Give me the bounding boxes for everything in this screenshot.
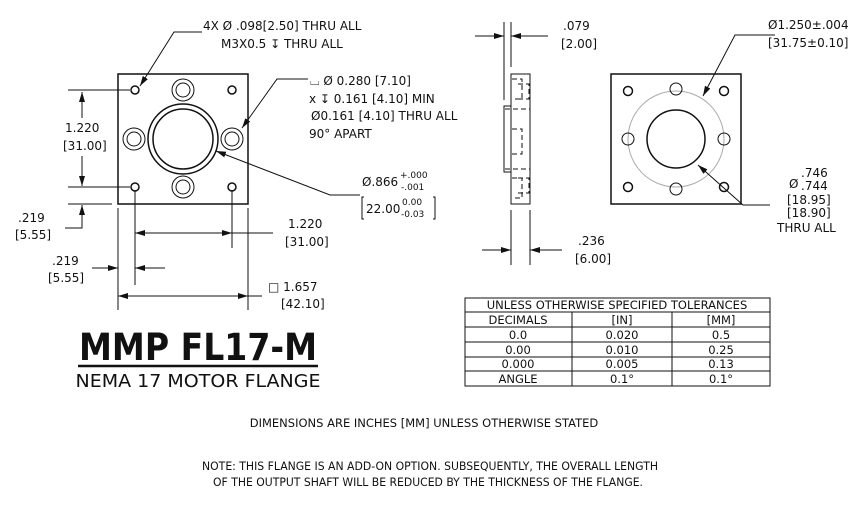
- dim-offset-h-mm: [5.55]: [48, 271, 84, 285]
- back-bore: [646, 109, 706, 169]
- cell: 0.13: [708, 357, 734, 371]
- dim-thickness-mm: [6.00]: [575, 252, 611, 266]
- dim-horizontal-in: 1.220: [288, 217, 322, 231]
- counterbore-holes: [122, 78, 244, 199]
- part-description: NEMA 17 MOTOR FLANGE: [76, 371, 321, 392]
- mount-hole: [130, 85, 140, 95]
- mount-hole: [227, 85, 237, 95]
- pilot-tol-upper: +.000: [400, 171, 428, 181]
- table-header: [IN]: [612, 313, 633, 327]
- units-note: DIMENSIONS ARE INCHES [MM] UNLESS OTHERW…: [250, 416, 599, 430]
- pilot-mm-tol-upper: 0.00: [402, 198, 422, 208]
- table-row: ANGLE 0.1° 0.1°: [498, 372, 733, 386]
- dim-boss-mm: [2.00]: [561, 37, 597, 51]
- cell: 0.000: [502, 357, 535, 371]
- pilot-recess: [147, 103, 219, 175]
- table-row: 0.0 0.020 0.5: [509, 328, 730, 342]
- bore-upper: .746: [801, 166, 828, 180]
- dim-square-mm: [42.10]: [281, 297, 325, 311]
- dim-square-in: □ 1.657: [268, 280, 318, 294]
- cell: 0.00: [505, 343, 531, 357]
- cbore-note-line1: ⌴ Ø 0.280 [7.10]: [310, 74, 411, 88]
- cbore-note-line3: Ø0.161 [4.10] THRU ALL: [311, 109, 458, 123]
- flange-outline: [117, 73, 249, 205]
- cell: 0.010: [606, 343, 639, 357]
- hole-note-line2: M3X0.5 ↧ THRU ALL: [221, 37, 343, 51]
- mount-hole: [130, 182, 140, 192]
- pilot-mm-tol-lower: -0.03: [401, 210, 424, 220]
- dim-boss-in: .079: [563, 19, 590, 33]
- cell: 0.5: [712, 328, 730, 342]
- note-line-2: OF THE OUTPUT SHAFT WILL BE REDUCED BY T…: [213, 475, 643, 489]
- side-boss: [503, 105, 512, 173]
- note-line-1: NOTE: THIS FLANGE IS AN ADD-ON OPTION. S…: [202, 459, 658, 473]
- side-plate: [510, 73, 531, 205]
- back-view: Ø1.250±.004 [31.75±0.10] Ø .746 .744 [18…: [610, 18, 849, 235]
- mount-hole: [227, 182, 237, 192]
- title-block: MMP FL17-M NEMA 17 MOTOR FLANGE: [76, 326, 321, 392]
- table-header: DECIMALS: [488, 313, 547, 327]
- hole-note-line1: 4X Ø .098[2.50] THRU ALL: [203, 19, 362, 33]
- pilot-diameter: Ø.866: [362, 175, 398, 189]
- table-row: 0.000 0.005 0.13: [502, 357, 734, 371]
- dim-offset-v-mm: [5.55]: [15, 228, 51, 242]
- dim-offset-h-in: .219: [52, 254, 79, 268]
- pilot-mm: 22.00: [366, 202, 400, 216]
- bolt-circle-mm: [31.75±0.10]: [768, 36, 849, 50]
- cell: 0.020: [606, 328, 639, 342]
- bore-prefix: Ø: [789, 177, 798, 191]
- table-title: UNLESS OTHERWISE SPECIFIED TOLERANCES: [487, 298, 748, 312]
- cell: 0.25: [708, 343, 734, 357]
- back-outline: [610, 73, 742, 205]
- bore-mm-lower: [18.90]: [787, 206, 831, 220]
- cbore-note-line2: x ↧ 0.161 [4.10] MIN: [309, 92, 435, 106]
- bolt-circle-in: Ø1.250±.004: [768, 18, 849, 32]
- side-view: .079 [2.00] .236 [6.00]: [475, 19, 611, 266]
- dim-offset-v-in: .219: [18, 211, 45, 225]
- bore-mm-upper: [18.95]: [787, 193, 831, 207]
- cell: 0.1°: [709, 372, 733, 386]
- cbore-note-line4: 90° APART: [309, 127, 372, 141]
- bore-lower: .744: [801, 179, 828, 193]
- dim-vertical-in: 1.220: [65, 121, 99, 135]
- center-bore: [152, 108, 214, 170]
- dim-horizontal-mm: [31.00]: [285, 235, 329, 249]
- cell: 0.1°: [610, 372, 634, 386]
- table-row: 0.00 0.010 0.25: [505, 343, 734, 357]
- cell: 0.0: [509, 328, 527, 342]
- dim-vertical-mm: [31.00]: [63, 139, 107, 153]
- pilot-tol-lower: -.001: [401, 183, 424, 193]
- bolt-circle: [627, 90, 725, 188]
- front-view: 4X Ø .098[2.50] THRU ALL M3X0.5 ↧ THRU A…: [15, 19, 458, 311]
- cell: 0.005: [606, 357, 639, 371]
- table-header: [MM]: [707, 313, 736, 327]
- bore-thru: THRU ALL: [776, 221, 836, 235]
- part-number: MMP FL17-M: [79, 326, 317, 369]
- tolerance-table: UNLESS OTHERWISE SPECIFIED TOLERANCES DE…: [464, 297, 771, 387]
- cell: ANGLE: [498, 372, 537, 386]
- dim-thickness-in: .236: [578, 234, 605, 248]
